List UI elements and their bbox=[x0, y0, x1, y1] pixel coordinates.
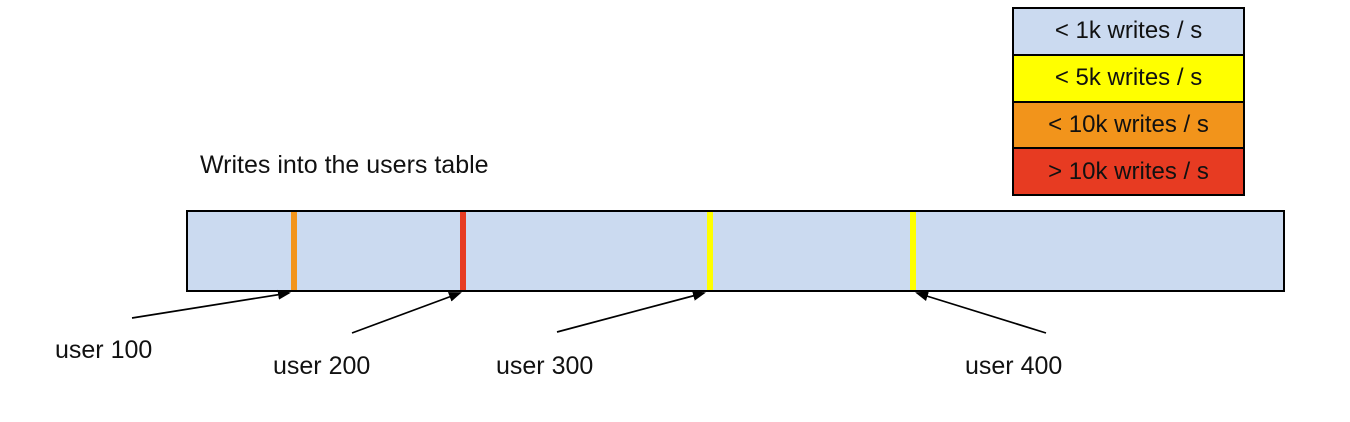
write-mark-user-100 bbox=[291, 212, 297, 290]
legend-label-lt-1k: < 1k writes / s bbox=[1054, 17, 1203, 45]
arrow-user-200 bbox=[351, 292, 462, 334]
legend-label-lt-10k: < 10k writes / s bbox=[1048, 110, 1209, 138]
arrow-user-400 bbox=[915, 291, 1047, 334]
label-user-300: user 300 bbox=[496, 352, 594, 380]
write-mark-user-400 bbox=[910, 212, 916, 290]
write-mark-user-200 bbox=[460, 212, 466, 290]
legend: < 1k writes / s < 5k writes / s < 10k wr… bbox=[1012, 7, 1245, 196]
label-user-400: user 400 bbox=[965, 352, 1063, 380]
diagram-title: Writes into the users table bbox=[200, 151, 489, 179]
legend-item-gt-10k: > 10k writes / s bbox=[1014, 147, 1243, 194]
legend-item-lt-10k: < 10k writes / s bbox=[1014, 100, 1243, 148]
legend-label-lt-5k: < 5k writes / s bbox=[1054, 64, 1203, 92]
write-mark-user-300 bbox=[707, 212, 713, 290]
label-user-200: user 200 bbox=[273, 352, 371, 380]
arrow-user-100 bbox=[131, 289, 291, 319]
users-table-bar bbox=[186, 210, 1285, 292]
legend-item-lt-1k: < 1k writes / s bbox=[1014, 9, 1243, 54]
label-user-100: user 100 bbox=[55, 336, 153, 364]
legend-item-lt-5k: < 5k writes / s bbox=[1014, 53, 1243, 101]
legend-label-gt-10k: > 10k writes / s bbox=[1048, 157, 1209, 185]
arrow-user-300 bbox=[556, 290, 706, 333]
